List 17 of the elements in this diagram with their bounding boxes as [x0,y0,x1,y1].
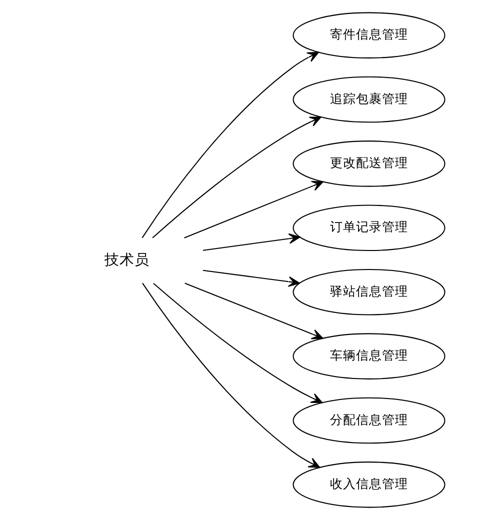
arrow [184,282,324,340]
node-ellipse: 追踪包裹管理 [292,76,446,123]
arrow [142,282,320,468]
arrow [142,52,319,238]
node-text: 技术员 [104,251,150,268]
arrow [184,180,324,238]
node-ellipse: 收入信息管理 [292,462,446,508]
arrow [202,233,300,251]
arrow [152,116,322,238]
node-ellipse: 订单记录管理 [292,204,446,252]
arrow [202,270,300,287]
node-ellipse: 寄件信息管理 [292,12,446,58]
node-ellipse: 驿站信息管理 [292,268,446,316]
arrow [153,282,323,404]
node-ellipse: 车辆信息管理 [292,333,446,380]
node-ellipse: 分配信息管理 [292,397,446,444]
node-ellipse: 更改配送管理 [292,140,446,187]
